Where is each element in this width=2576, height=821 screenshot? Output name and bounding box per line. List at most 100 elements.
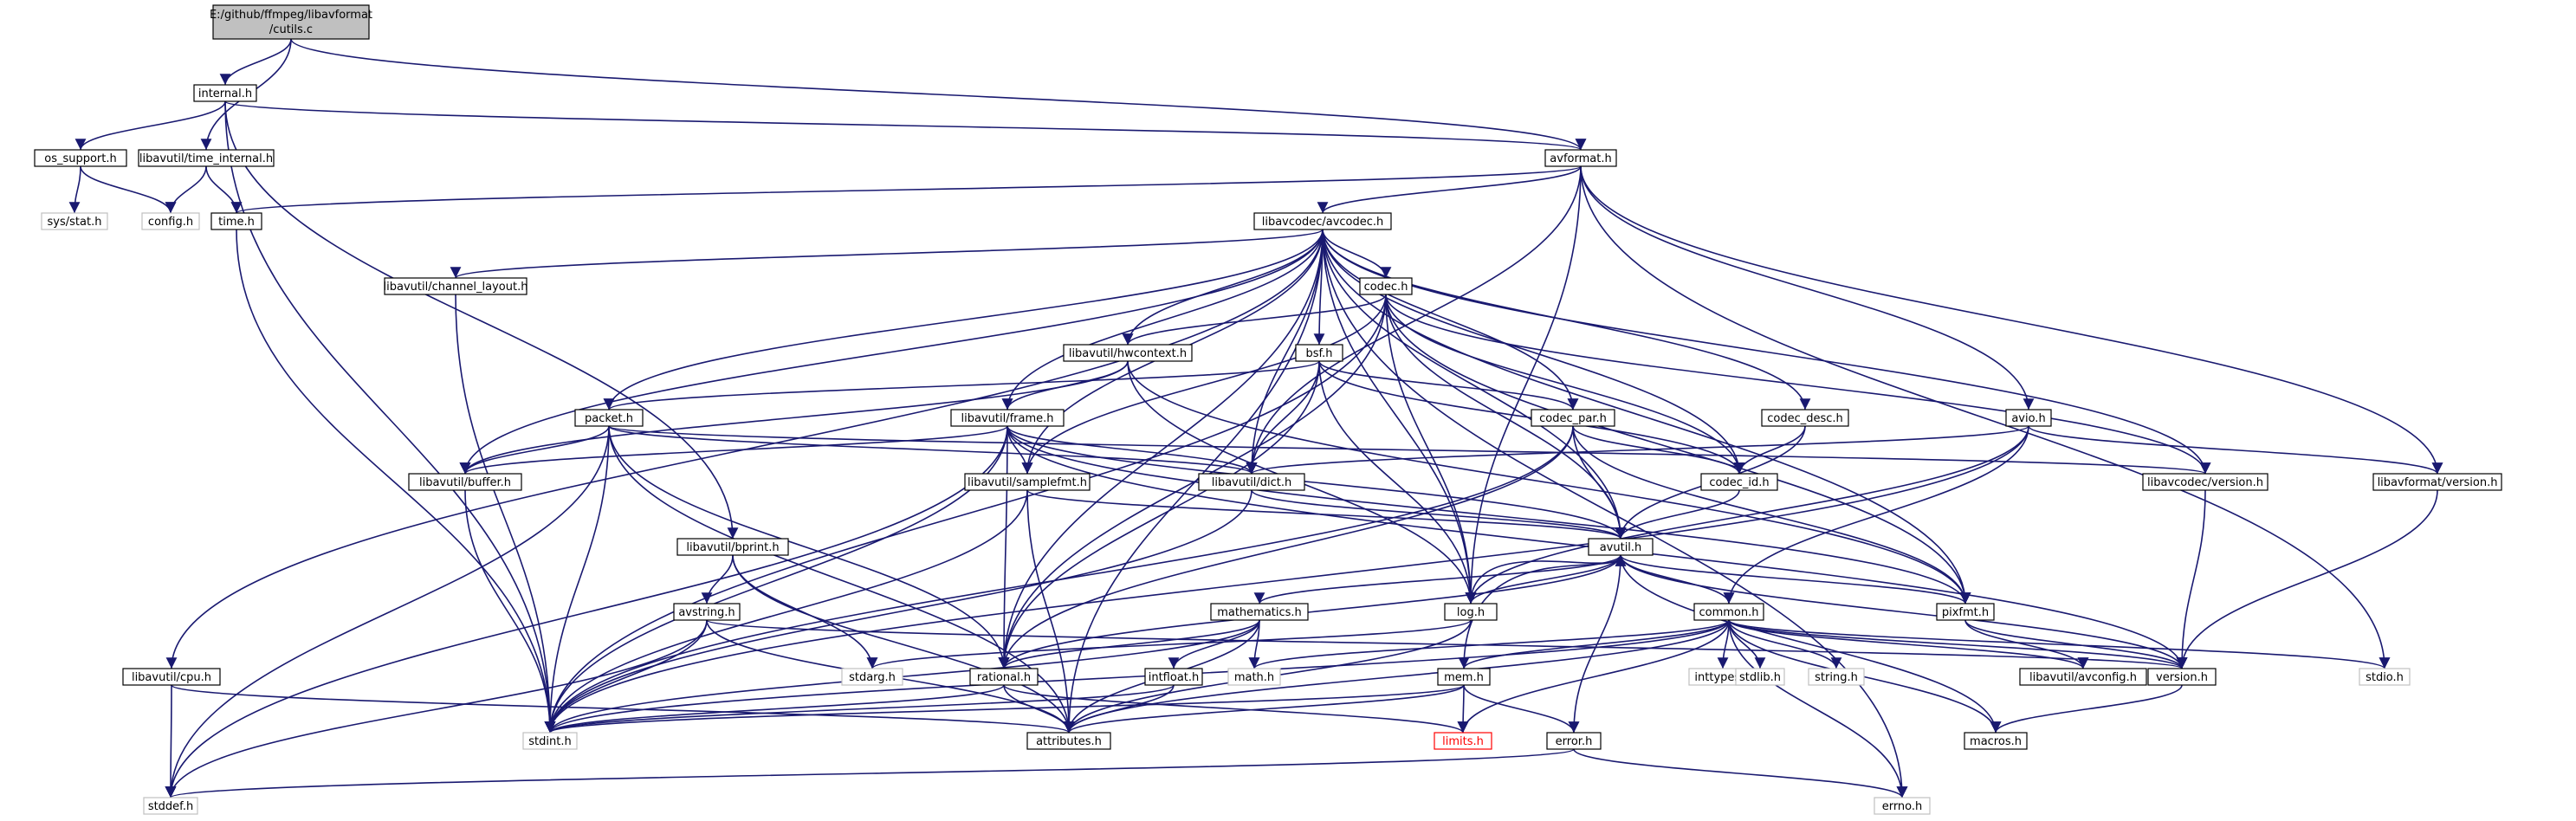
edge-time-to-stdint: [236, 229, 556, 734]
node-avconfig[interactable]: libavutil/avconfig.h: [2019, 668, 2147, 686]
nodes-layer: E:/github/ffmpeg/libavformat/cutils.c int…: [34, 4, 2502, 815]
edge-common-to-errno: [1728, 619, 1908, 798]
node-label-dict: libavutil/dict.h: [1212, 476, 1292, 489]
node-packet[interactable]: packet.h: [574, 409, 644, 427]
node-avformat_version[interactable]: libavformat/version.h: [2372, 473, 2502, 491]
edge-mathematics-to-rational: [998, 619, 1260, 669]
node-avutil[interactable]: avutil.h: [1588, 538, 1654, 556]
edge-common-to-stdint: [544, 619, 1730, 734]
node-avcodec[interactable]: libavcodec/avcodec.h: [1253, 212, 1392, 230]
edge-internal-to-os_support: [74, 100, 226, 151]
node-stdlib: stdlib.h: [1735, 668, 1785, 686]
node-label-avcodec_version: libavcodec/version.h: [2147, 476, 2263, 489]
node-time_internal[interactable]: libavutil/time_internal.h: [138, 149, 275, 167]
edge-avutil-to-macros: [1620, 554, 2002, 734]
node-label-error: error.h: [1556, 735, 1593, 748]
edge-codec-to-codec_id: [1385, 294, 1745, 475]
node-macros[interactable]: macros.h: [1964, 732, 2028, 750]
node-dict[interactable]: libavutil/dict.h: [1198, 473, 1305, 491]
node-frame[interactable]: libavutil/frame.h: [950, 409, 1065, 427]
node-label-buffer: libavutil/buffer.h: [419, 476, 511, 489]
edge-avio-to-avformat_version: [2028, 425, 2443, 475]
node-channel_layout[interactable]: libavutil/channel_layout.h: [384, 277, 528, 295]
edge-time_internal-to-config: [165, 165, 207, 214]
node-box-frame: [950, 409, 1065, 427]
node-codec_desc[interactable]: codec_desc.h: [1761, 409, 1849, 427]
node-stdint: stdint.h: [522, 732, 578, 750]
node-label-time: time.h: [218, 216, 255, 229]
node-label-log: log.h: [1457, 606, 1485, 619]
node-label-common: common.h: [1699, 606, 1759, 619]
node-bprint[interactable]: libavutil/bprint.h: [676, 538, 789, 556]
edge-codec_id-to-avutil: [1615, 489, 1740, 540]
node-box-mem: [1437, 668, 1491, 686]
node-log[interactable]: log.h: [1444, 603, 1498, 621]
node-internal[interactable]: internal.h: [193, 84, 257, 102]
node-box-hwcontext: [1063, 344, 1193, 362]
node-label-mathematics: mathematics.h: [1217, 606, 1302, 619]
edge-pixfmt-to-version: [1964, 619, 2188, 669]
node-root[interactable]: E:/github/ffmpeg/libavformat/cutils.c: [210, 4, 372, 40]
edge-rational-to-stdint: [544, 684, 1005, 734]
edge-intfloat-to-stdint: [544, 684, 1175, 734]
node-codec[interactable]: codec.h: [1359, 277, 1413, 295]
node-mathematics[interactable]: mathematics.h: [1210, 603, 1309, 621]
edge-frame-to-avutil: [1006, 425, 1627, 540]
node-hwcontext[interactable]: libavutil/hwcontext.h: [1063, 344, 1193, 362]
node-rational[interactable]: rational.h: [969, 668, 1039, 686]
edge-mem-to-error: [1463, 684, 1580, 734]
node-avio[interactable]: avio.h: [2005, 409, 2052, 427]
edge-dict-to-stdint: [544, 489, 1252, 734]
node-buffer[interactable]: libavutil/buffer.h: [408, 473, 522, 491]
node-box-root: [212, 4, 370, 40]
node-label-bsf: bsf.h: [1305, 347, 1332, 360]
node-cpu[interactable]: libavutil/cpu.h: [122, 668, 221, 686]
node-bsf[interactable]: bsf.h: [1295, 344, 1343, 362]
node-label-stdint: stdint.h: [528, 735, 571, 748]
edge-samplefmt-to-avutil: [1026, 489, 1627, 540]
edge-avformat-to-log: [1465, 165, 1582, 604]
node-label-avutil: avutil.h: [1600, 541, 1642, 554]
node-limits[interactable]: limits.h: [1434, 732, 1492, 750]
node-pixfmt[interactable]: pixfmt.h: [1936, 603, 1995, 621]
node-version[interactable]: version.h: [2147, 668, 2217, 686]
edge-mathematics-to-stdint: [544, 619, 1260, 734]
node-codec_par[interactable]: codec_par.h: [1531, 409, 1615, 427]
node-error[interactable]: error.h: [1546, 732, 1602, 750]
node-attributes[interactable]: attributes.h: [1026, 732, 1111, 750]
edge-mem-to-attributes: [1063, 684, 1465, 734]
node-box-macros: [1964, 732, 2028, 750]
edge-os_support-to-config: [80, 165, 177, 214]
edge-packet-to-dict: [608, 425, 1258, 475]
node-label-packet: packet.h: [585, 412, 633, 425]
edge-root-to-internal: [219, 38, 292, 86]
node-box-codec_desc: [1761, 409, 1849, 427]
edge-codec-to-stdint: [544, 294, 1387, 734]
node-avstring[interactable]: avstring.h: [673, 603, 741, 621]
node-math: math.h: [1227, 668, 1281, 686]
node-label-root-line2: /cutils.c: [269, 23, 313, 36]
edge-mem-to-limits: [1457, 684, 1469, 734]
node-samplefmt[interactable]: libavutil/samplefmt.h: [964, 473, 1091, 491]
node-common[interactable]: common.h: [1693, 603, 1764, 621]
edge-rational-to-limits: [1003, 684, 1469, 734]
edge-common-to-limits: [1457, 619, 1730, 734]
edge-avformat_version-to-version: [2176, 489, 2438, 669]
edge-avformat-to-stdio: [1580, 165, 2391, 669]
node-avformat[interactable]: avformat.h: [1544, 149, 1617, 167]
node-intfloat[interactable]: intfloat.h: [1144, 668, 1203, 686]
node-stdio: stdio.h: [2359, 668, 2411, 686]
node-codec_id[interactable]: codec_id.h: [1700, 473, 1778, 491]
edge-samplefmt-to-attributes: [1026, 489, 1075, 734]
node-sys_stat: sys/stat.h: [41, 212, 108, 230]
node-time[interactable]: time.h: [210, 212, 262, 230]
node-avcodec_version[interactable]: libavcodec/version.h: [2142, 473, 2269, 491]
edge-avcodec-to-pixfmt: [1322, 229, 1971, 604]
node-os_support[interactable]: os_support.h: [34, 149, 127, 167]
node-box-buffer: [408, 473, 522, 491]
edge-avcodec-to-packet: [603, 229, 1324, 410]
node-box-samplefmt: [964, 473, 1091, 491]
edge-avutil-to-log: [1465, 554, 1621, 604]
node-string: string.h: [1808, 668, 1865, 686]
node-mem[interactable]: mem.h: [1437, 668, 1491, 686]
